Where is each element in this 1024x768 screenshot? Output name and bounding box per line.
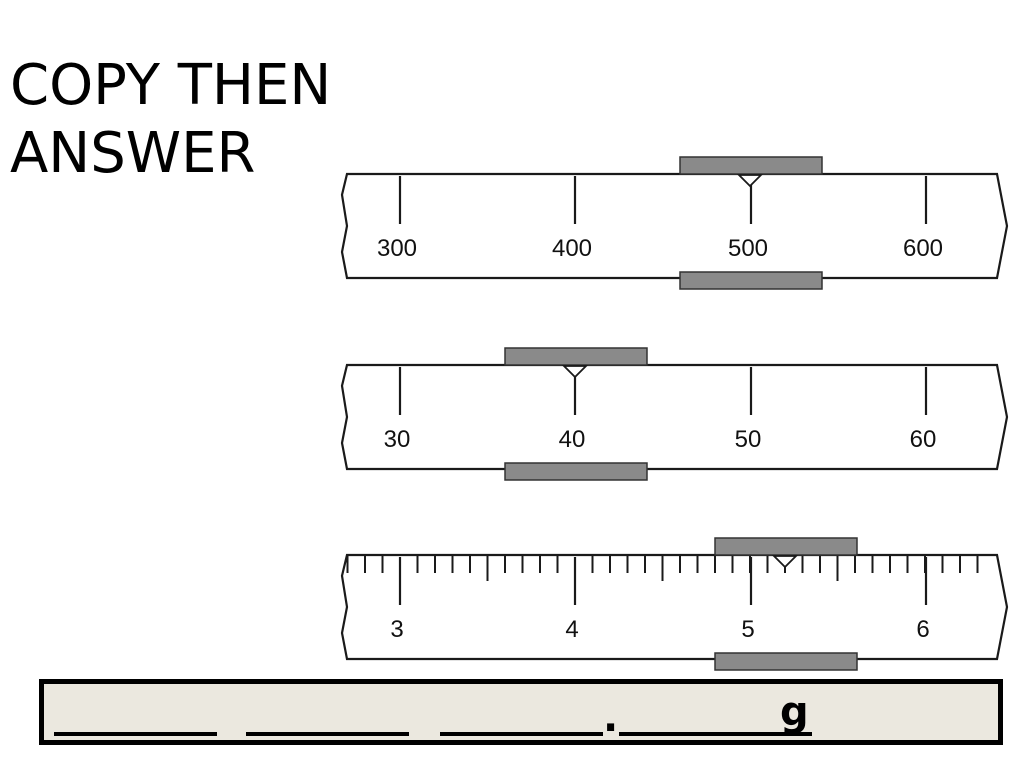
beam-2-rider-pointer	[561, 365, 589, 379]
beam-2-rider-bottom	[504, 462, 648, 481]
beam-3-rider-top	[714, 537, 858, 556]
answer-blank-4	[619, 732, 812, 736]
beam-3-tick-label: 5	[741, 616, 754, 643]
beam-1-rider-bottom	[679, 271, 823, 290]
answer-blank-1	[54, 732, 217, 736]
answer-blank-2	[246, 732, 409, 736]
answer-unit: g	[780, 689, 809, 735]
beam-3-tick-label: 3	[390, 616, 403, 643]
beam-3-rider-pointer	[771, 555, 799, 569]
beam-2-tick-label: 50	[735, 426, 762, 453]
answer-blank-3	[440, 732, 603, 736]
title-line-1: COPY THEN	[10, 53, 332, 118]
beam-1-tick-label: 600	[903, 235, 943, 262]
beam-3-tick-label: 4	[565, 616, 578, 643]
beam-2-rider-top	[504, 347, 648, 366]
beam-2-tick-label: 30	[384, 426, 411, 453]
beam-1-rider-pointer	[736, 174, 764, 188]
triple-beam-balance-scales: 300 400 500 600 30 40 50 60 3 4 5 6	[340, 156, 1009, 671]
beam-2	[340, 363, 1009, 471]
beam-1-rider-top	[679, 156, 823, 175]
beam-1-tick-label: 300	[377, 235, 417, 262]
beam-3-rider-bottom	[714, 652, 858, 671]
beam-2-tick-label: 40	[559, 426, 586, 453]
answer-box: . g	[39, 679, 1003, 745]
beam-3-tick-label: 6	[916, 616, 929, 643]
beam-1	[340, 172, 1009, 280]
title-line-2: ANSWER	[10, 121, 256, 186]
beam-2-tick-label: 60	[910, 426, 937, 453]
answer-decimal-point: .	[603, 695, 619, 741]
beam-1-tick-label: 400	[552, 235, 592, 262]
page-title: COPY THEN ANSWER	[10, 52, 331, 188]
beam-1-tick-label: 500	[728, 235, 768, 262]
beam-3	[340, 553, 1009, 661]
